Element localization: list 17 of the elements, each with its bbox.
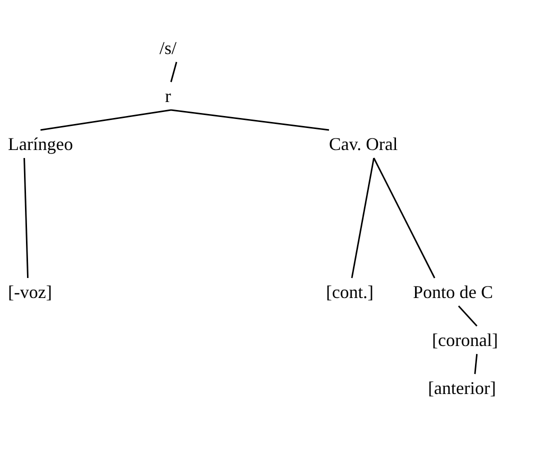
tree-branch-line — [40, 109, 172, 131]
feature-label: [coronal] — [432, 326, 498, 354]
tree-branch-line — [373, 158, 436, 278]
feature-label: [-voz] — [8, 278, 52, 306]
feature-label: [cont.] — [326, 278, 374, 306]
tree-branch-line — [24, 158, 29, 278]
feature-label: Ponto de C — [413, 278, 494, 306]
feature-label: r — [165, 82, 171, 110]
feature-label: Laríngeo — [8, 130, 73, 158]
tree-branch-line — [474, 354, 478, 374]
tree-branch-line — [458, 306, 478, 326]
tree-branch-line — [351, 158, 375, 278]
tree-branch-line — [170, 109, 330, 131]
feature-label: /s/ — [160, 34, 176, 62]
feature-label: Cav. Oral — [329, 130, 398, 158]
tree-branch-line — [170, 62, 178, 82]
feature-label: [anterior] — [428, 374, 496, 402]
